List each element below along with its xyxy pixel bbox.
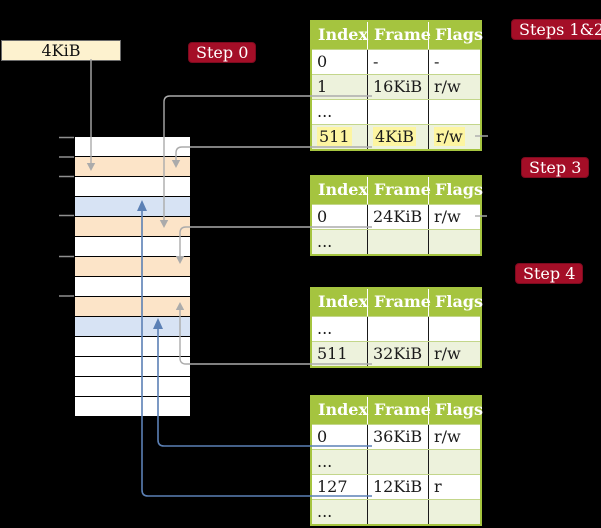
cell-flags: r/w (434, 427, 461, 446)
column-header-index: Index (312, 177, 368, 204)
memory-row-orange (75, 296, 190, 316)
memory-row-orange (75, 156, 190, 176)
step-3-badge: Step 3 (521, 157, 590, 178)
cell-frame: 4KiB (368, 125, 429, 149)
memory-row-white (75, 336, 190, 356)
cell-flags (429, 450, 480, 474)
cell-flags: r/w (434, 207, 461, 226)
cell-frame (368, 230, 429, 254)
memory-tick-marks (59, 136, 74, 297)
memory-row-white (75, 376, 190, 396)
column-header-flags: Flags (435, 400, 483, 419)
cell-index: ... (312, 317, 368, 341)
memory-row-white (75, 176, 190, 196)
table-row: 511 4KiB r/w (312, 124, 480, 149)
table-header: Index Frame Flags (312, 289, 483, 316)
cell-frame: 36KiB (368, 425, 429, 449)
cell-index: ... (312, 230, 368, 254)
page-table-steps-1-2: Index Frame Flags 0 - - 1 16KiB r/w ... … (310, 20, 483, 151)
table-row: 0 24KiB r/w (312, 204, 480, 229)
memory-row-white (75, 396, 190, 416)
cell-flags (429, 500, 480, 524)
table-header: Index Frame Flags (312, 177, 483, 204)
table-row: 0 36KiB r/w (312, 424, 480, 449)
column-header-frame: Frame (368, 397, 431, 424)
step-4-badge: Step 4 (515, 263, 584, 284)
cell-flags: r (434, 477, 442, 496)
page-table-step-4-upper: Index Frame Flags ... 511 32KiB r/w (310, 287, 483, 368)
table-row: 1 16KiB r/w (312, 74, 480, 99)
table-row: 0 - - (312, 49, 480, 74)
memory-row-blue (75, 316, 190, 336)
memory-row-blue (75, 196, 190, 216)
highlighted-value: 511 (317, 127, 352, 146)
cell-flags: r/w (429, 125, 480, 149)
memory-row-orange (75, 216, 190, 236)
cell-frame (368, 450, 429, 474)
table-row: 127 12KiB r (312, 474, 480, 499)
cell-frame: - (368, 50, 429, 74)
cell-flags (429, 230, 480, 254)
steps-1-2-badge: Steps 1&2 (511, 19, 601, 40)
cell-frame (368, 500, 429, 524)
cell-index: ... (312, 450, 368, 474)
memory-row-white (75, 137, 190, 156)
cell-flags (429, 100, 480, 124)
column-header-frame: Frame (368, 177, 431, 204)
cell-flags: r/w (434, 344, 461, 363)
cell-index: 0 (312, 205, 368, 229)
cell-frame: 32KiB (368, 342, 429, 366)
cell-flags: r/w (434, 77, 461, 96)
cell-frame (368, 100, 429, 124)
column-header-index: Index (312, 289, 368, 316)
table-row: ... (312, 316, 480, 341)
cell-frame: 24KiB (368, 205, 429, 229)
page-table-step-4-lower: Index Frame Flags 0 36KiB r/w ... 127 12… (310, 395, 483, 526)
cell-frame: 16KiB (368, 75, 429, 99)
table-row: ... (312, 499, 480, 524)
cell-flags: - (434, 52, 440, 71)
highlighted-value: 4KiB (373, 127, 417, 146)
cell-index: 0 (312, 50, 368, 74)
cell-index: ... (312, 100, 368, 124)
memory-row-white (75, 276, 190, 296)
page-table-step-3: Index Frame Flags 0 24KiB r/w ... (310, 175, 483, 256)
column-header-flags: Flags (435, 180, 483, 199)
table-header: Index Frame Flags (312, 22, 483, 49)
cell-index: 127 (312, 475, 368, 499)
cell-index: 511 (312, 125, 368, 149)
table-row: ... (312, 229, 480, 254)
frame-size-box: 4KiB (1, 40, 121, 61)
column-header-frame: Frame (368, 22, 431, 49)
cell-frame (368, 317, 429, 341)
column-header-flags: Flags (435, 25, 483, 44)
cell-frame: 12KiB (368, 475, 429, 499)
cell-index: 0 (312, 425, 368, 449)
column-header-index: Index (312, 22, 368, 49)
table-row: ... (312, 99, 480, 124)
table-row: ... (312, 449, 480, 474)
memory-row-white (75, 236, 190, 256)
cell-index: 1 (312, 75, 368, 99)
cell-index: ... (312, 500, 368, 524)
column-header-flags: Flags (435, 292, 483, 311)
table-header: Index Frame Flags (312, 397, 483, 424)
cell-flags (429, 317, 480, 341)
cell-index: 511 (312, 342, 368, 366)
column-header-index: Index (312, 397, 368, 424)
memory-column (75, 137, 190, 416)
memory-row-orange (75, 256, 190, 276)
memory-row-white (75, 356, 190, 376)
highlighted-value: r/w (434, 127, 465, 146)
column-header-frame: Frame (368, 289, 431, 316)
table-row: 511 32KiB r/w (312, 341, 480, 366)
step-0-badge: Step 0 (188, 42, 257, 63)
